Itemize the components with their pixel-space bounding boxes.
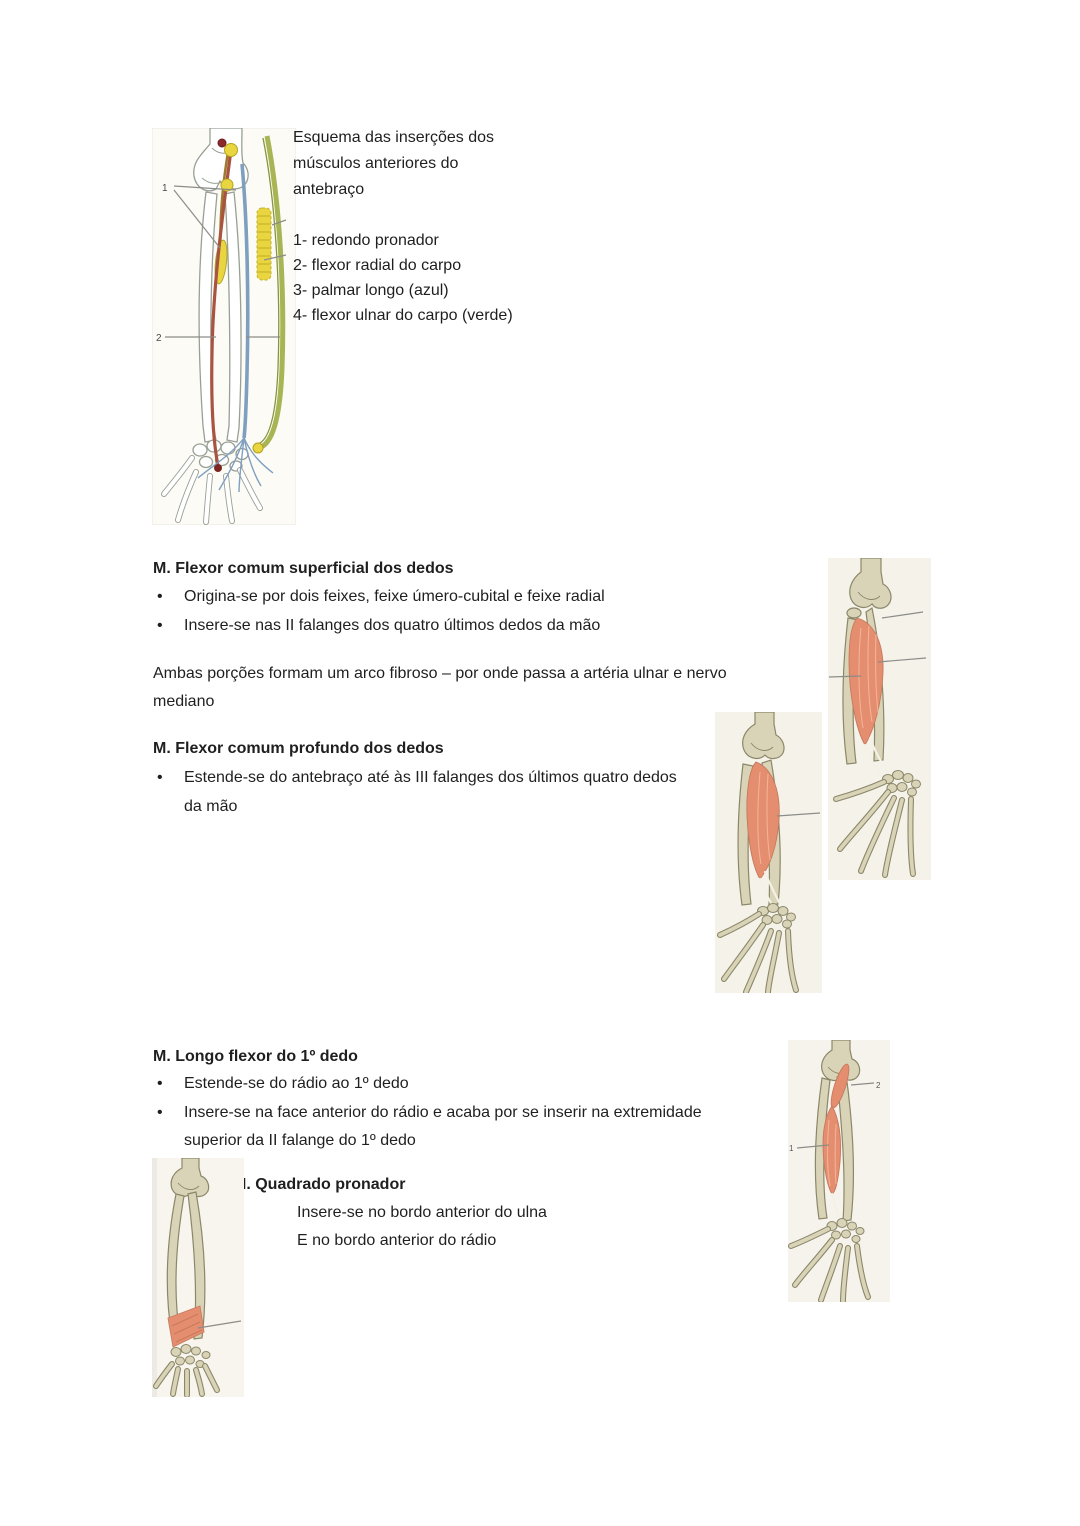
leader-line xyxy=(197,1320,242,1329)
bullet-flexor-profundo-line-2: da mão xyxy=(184,798,238,815)
dotted-yellow-patch xyxy=(256,207,272,281)
leader-line xyxy=(850,1082,875,1086)
palmar-longo-line xyxy=(197,163,274,493)
figure-quadrado-pronador xyxy=(152,1158,244,1397)
bullet-marker: • xyxy=(157,1075,163,1092)
diagram-label-2: 2 xyxy=(156,333,162,344)
leader-line xyxy=(173,189,221,249)
bullet-marker: • xyxy=(157,1104,163,1121)
flexor-radial-line xyxy=(210,149,233,467)
carpal-bones xyxy=(170,1344,211,1368)
leader-line xyxy=(796,1144,830,1149)
heading-flexor-superficial: M. Flexor comum superficial dos dedos xyxy=(153,560,454,577)
leader-line xyxy=(881,611,924,619)
figure-insertion-diagram: 1 2 xyxy=(152,128,296,525)
bullet-marker: • xyxy=(157,617,163,634)
paragraph-arco-fibroso-line-1: Ambas porções formam um arco fibroso – p… xyxy=(153,665,727,682)
figure-flexor-profundo xyxy=(715,712,822,993)
leader-line xyxy=(877,657,927,663)
leader-line xyxy=(776,812,821,817)
finger-bones xyxy=(153,1361,220,1397)
paragraph-arco-fibroso-line-2: mediano xyxy=(153,693,215,710)
finger-bones xyxy=(161,455,263,525)
bullet-marker: • xyxy=(157,769,163,786)
legend-item-1: 1- redondo pronador xyxy=(293,232,439,249)
figure-label-2: 2 xyxy=(876,1081,881,1090)
bullet-longo-flexor-2-line-2: superior da II falange do 1º dedo xyxy=(184,1132,416,1149)
leader-line xyxy=(263,254,287,261)
carpal-bones xyxy=(757,903,796,929)
bullet-quadrado-1: Insere-se no bordo anterior do ulna xyxy=(297,1204,547,1221)
bullet-longo-flexor-2-line-1: Insere-se na face anterior do rádio e ac… xyxy=(184,1104,702,1121)
longo-flexor-muscle xyxy=(822,1105,842,1223)
humerus-bone xyxy=(849,558,892,609)
bullet-flexor-profundo-line-1: Estende-se do antebraço até às III falan… xyxy=(184,769,677,786)
humerus-bone xyxy=(742,712,785,760)
bullet-flexor-superficial-1: Origina-se por dois feixes, feixe úmero-… xyxy=(184,588,605,605)
figure-flexor-superficial xyxy=(828,558,931,880)
flexor-profundo-muscle xyxy=(746,761,782,907)
flexor-radial-insertion-dot xyxy=(214,464,222,472)
flexor-superficial-muscle xyxy=(848,617,890,776)
legend-item-2: 2- flexor radial do carpo xyxy=(293,257,462,274)
heading-quadrado-pronador: M. Quadrado pronador xyxy=(233,1176,406,1193)
scan-edge xyxy=(152,1158,157,1397)
heading-flexor-profundo: M. Flexor comum profundo dos dedos xyxy=(153,740,444,757)
carpal-bones xyxy=(826,1218,865,1243)
bullet-marker: • xyxy=(157,588,163,605)
diagram-label-1: 1 xyxy=(162,183,168,194)
finger-bones xyxy=(833,779,916,878)
leader-line xyxy=(173,185,237,191)
carpal-bones xyxy=(882,770,921,797)
forearm-bones xyxy=(166,1191,206,1340)
flexor-ulnar-line xyxy=(252,135,286,454)
figure1-caption-line-3: antebraço xyxy=(293,181,365,198)
finger-bones xyxy=(717,911,799,993)
heading-longo-flexor: M. Longo flexor do 1º dedo xyxy=(153,1048,358,1065)
bullet-flexor-superficial-2: Insere-se nas II falanges dos quatro últ… xyxy=(184,617,601,634)
legend-item-3: 3- palmar longo (azul) xyxy=(293,282,449,299)
quadrado-pronador-muscle xyxy=(167,1305,205,1348)
origin-dots xyxy=(217,138,238,192)
figure1-caption-line-2: músculos anteriores do xyxy=(293,155,459,172)
leader-line xyxy=(828,675,862,678)
bullet-longo-flexor-1: Estende-se do rádio ao 1º dedo xyxy=(184,1075,409,1092)
figure-label-1: 1 xyxy=(789,1144,794,1153)
forearm-bones xyxy=(198,191,242,443)
legend-item-4: 4- flexor ulnar do carpo (verde) xyxy=(293,307,513,324)
finger-bones xyxy=(788,1226,871,1302)
figure1-caption-line-1: Esquema das inserções dos xyxy=(293,129,494,146)
leader-line xyxy=(271,219,287,226)
figure-longo-flexor: 2 1 xyxy=(788,1040,890,1302)
bullet-quadrado-2: E no bordo anterior do rádio xyxy=(297,1232,497,1249)
